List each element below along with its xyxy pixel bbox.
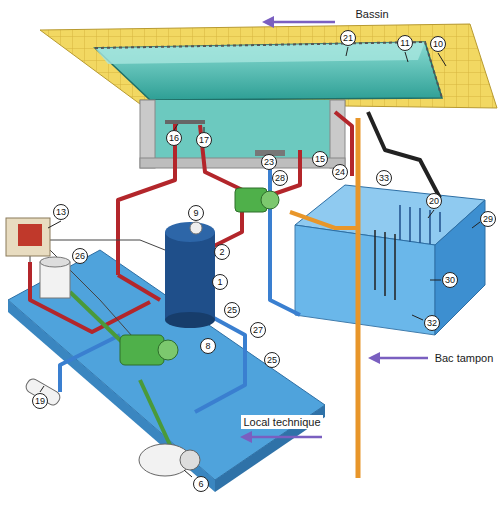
callout-number: 33 <box>376 170 392 186</box>
region-label: Bassin <box>353 7 390 21</box>
callout-number: 30 <box>442 272 458 288</box>
region-arrow <box>240 16 428 443</box>
callout-number: 23 <box>261 154 277 170</box>
callout-number: 19 <box>32 393 48 409</box>
callout-number: 25 <box>264 352 280 368</box>
overflow-grid <box>95 42 442 98</box>
callout-number: 1 <box>212 274 228 290</box>
callout-number: 13 <box>53 204 69 220</box>
callout-number: 24 <box>332 164 348 180</box>
cartridge-filter <box>40 257 70 298</box>
callout-number: 16 <box>166 130 182 146</box>
buffer-tank-front <box>295 225 435 335</box>
technical-room-slab-edge <box>8 300 215 492</box>
sand-filter <box>165 222 215 328</box>
pump <box>139 444 200 476</box>
callout-number: 28 <box>272 170 288 186</box>
callout-number: 2 <box>214 244 230 260</box>
callout-number: 26 <box>72 248 88 264</box>
pump <box>235 188 279 212</box>
region-label: Local technique <box>241 415 322 429</box>
callout-number: 27 <box>250 322 266 338</box>
control-box <box>6 218 50 256</box>
callout-number: 20 <box>426 193 442 209</box>
main-drain <box>165 120 205 124</box>
callout-number: 6 <box>193 476 209 492</box>
pool-water <box>95 42 442 100</box>
callout-number: 21 <box>340 30 356 46</box>
callout-number: 8 <box>200 338 216 354</box>
pump <box>120 335 178 365</box>
region-label: Bac tampon <box>433 351 496 365</box>
leader-lines <box>40 47 480 477</box>
pool-section-water <box>155 100 330 158</box>
pipes <box>30 112 440 478</box>
callout-number: 10 <box>430 36 446 52</box>
technical-room-slab-edge <box>215 405 325 492</box>
tank-baffle <box>400 205 440 244</box>
callout-number: 17 <box>196 132 212 148</box>
pool-wall <box>95 42 425 64</box>
callout-number: 11 <box>397 35 413 51</box>
callout-number: 32 <box>424 315 440 331</box>
buffer-tank-side <box>435 200 485 335</box>
level-probes <box>375 230 395 300</box>
pool-deck <box>40 24 497 108</box>
callout-number: 9 <box>188 205 204 221</box>
callout-number: 15 <box>312 151 328 167</box>
callout-number: 29 <box>480 211 496 227</box>
callout-number: 25 <box>224 302 240 318</box>
